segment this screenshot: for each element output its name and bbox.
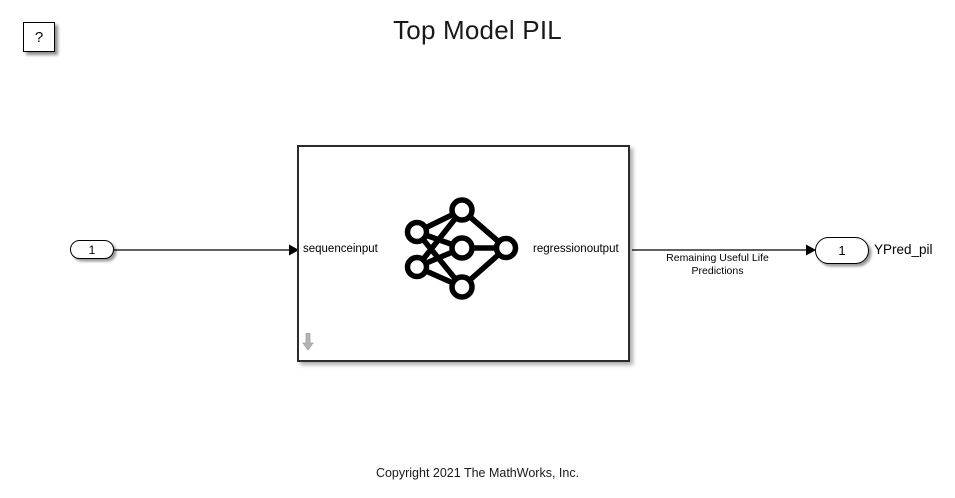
output-signal-label-line2: Predictions bbox=[691, 265, 744, 277]
block-input-port-label: sequenceinput bbox=[303, 243, 378, 255]
page-title: Top Model PIL bbox=[393, 15, 562, 45]
down-arrow-icon[interactable] bbox=[302, 333, 314, 351]
nn-node-hidden-3 bbox=[449, 274, 475, 300]
nn-node-hidden-2 bbox=[449, 235, 475, 261]
block-output-port-label: regressionoutput bbox=[533, 243, 619, 255]
inport-1[interactable]: 1 bbox=[70, 240, 114, 259]
outport-1-label: YPred_pil bbox=[874, 242, 933, 257]
nn-node-hidden-1 bbox=[449, 197, 475, 223]
help-button[interactable]: ? bbox=[23, 22, 55, 52]
output-signal-label-line1: Remaining Useful Life bbox=[666, 252, 769, 264]
neural-network-icon bbox=[404, 197, 519, 300]
outport-1[interactable]: 1 bbox=[815, 237, 869, 264]
output-signal-label: Remaining Useful Life Predictions bbox=[645, 252, 790, 278]
nn-node-input-2 bbox=[404, 254, 430, 280]
nn-node-output bbox=[493, 235, 519, 261]
nn-node-input-1 bbox=[404, 219, 430, 245]
copyright-text: Copyright 2021 The MathWorks, Inc. bbox=[375, 466, 580, 480]
